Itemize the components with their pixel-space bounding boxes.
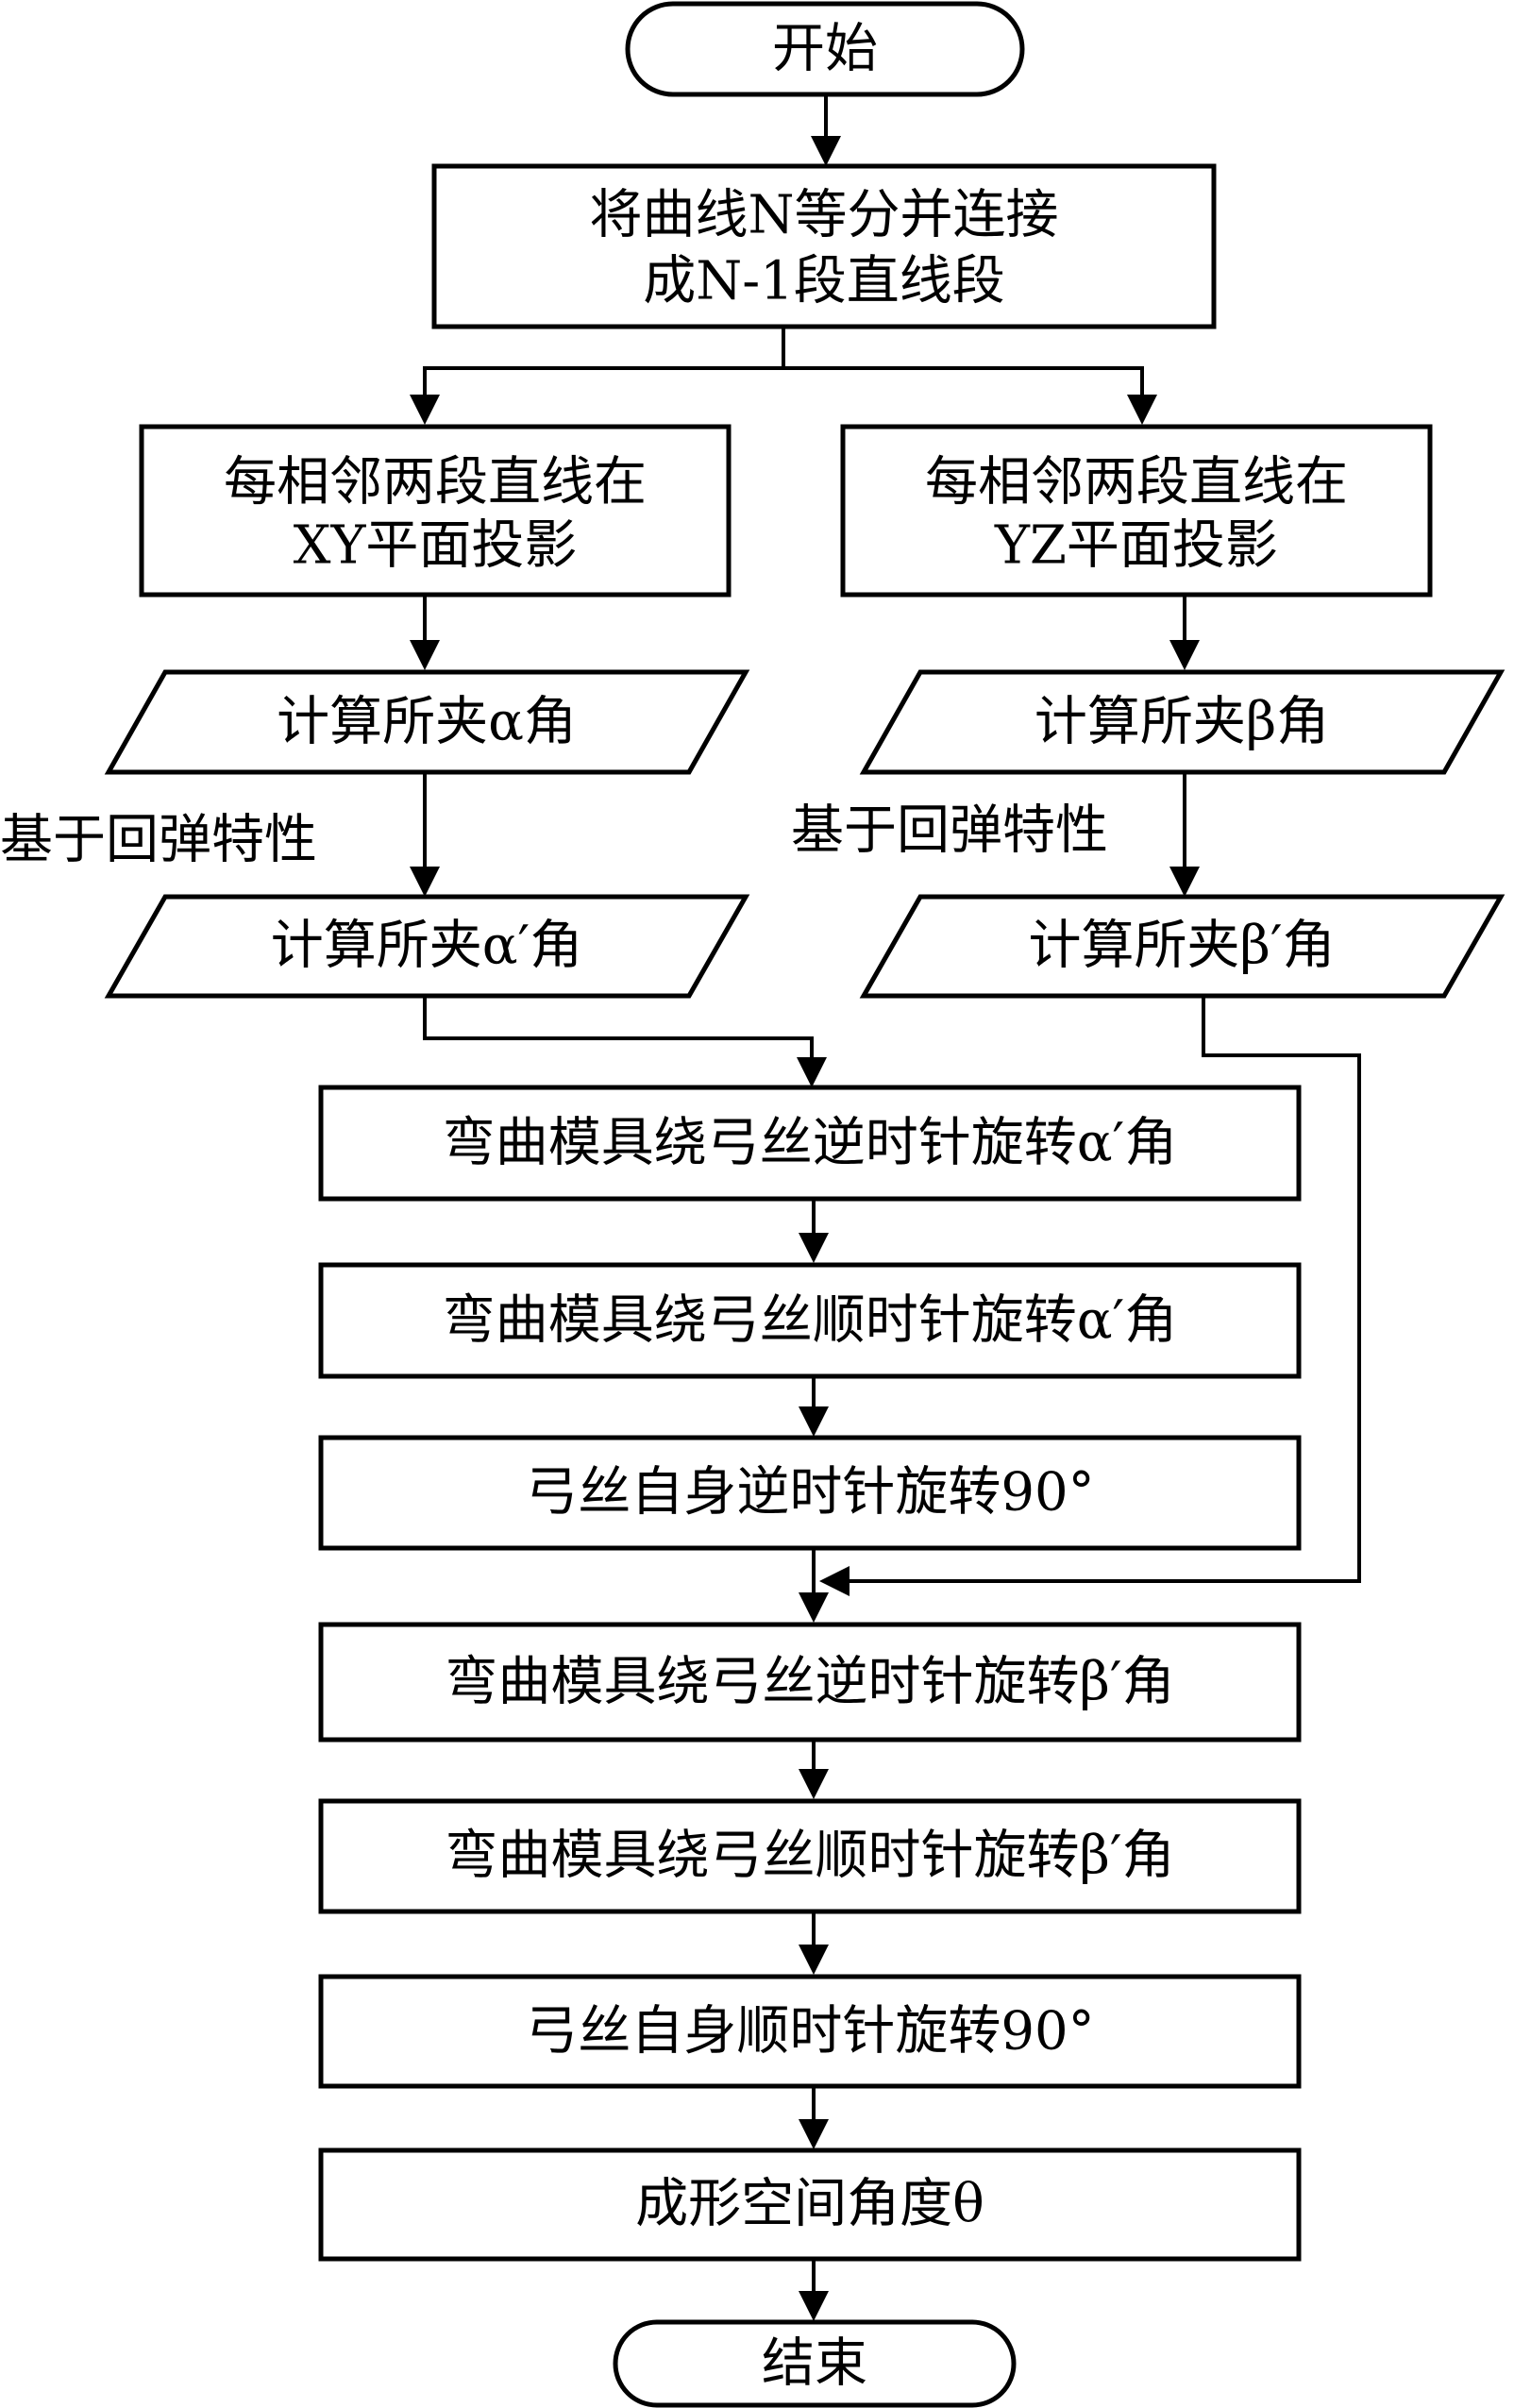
rotate-cw-alpha-label: 弯曲模具绕弓丝顺时针旋转α′角 bbox=[443, 1290, 1178, 1352]
calc-beta-label: 计算所夹β角 bbox=[1035, 692, 1329, 753]
rotate-ccw-beta-label: 弯曲模具绕弓丝逆时针旋转β′角 bbox=[445, 1652, 1174, 1713]
springback-label-left: 基于回弹特性 bbox=[0, 810, 317, 871]
calc-beta-node: 计算所夹β角 bbox=[859, 669, 1506, 775]
proj-yz-line1: 每相邻两段直线在 bbox=[925, 452, 1348, 514]
calc-beta-prime-label: 计算所夹β′角 bbox=[1028, 916, 1335, 977]
rotate-ccw-beta-node: 弯曲模具绕弓丝逆时针旋转β′角 bbox=[318, 1622, 1302, 1743]
arrow-beta-prime-loop bbox=[819, 996, 1361, 1596]
wire-cw-90-node: 弓丝自身顺时针旋转90° bbox=[318, 1974, 1302, 2089]
wire-ccw-90-label: 弓丝自身逆时针旋转90° bbox=[525, 1462, 1094, 1524]
proj-xy-line2: XY平面投影 bbox=[294, 515, 578, 577]
rotate-ccw-alpha-node: 弯曲模具绕弓丝逆时针旋转α′角 bbox=[318, 1085, 1302, 1202]
rotate-cw-beta-label: 弯曲模具绕弓丝顺时针旋转β′角 bbox=[445, 1826, 1174, 1887]
wire-cw-90-label: 弓丝自身顺时针旋转90° bbox=[525, 2001, 1094, 2063]
split-node: 将曲线N等分并连接 成N-1段直线段 bbox=[431, 163, 1217, 329]
proj-xy-line1: 每相邻两段直线在 bbox=[224, 452, 647, 514]
start-label: 开始 bbox=[772, 19, 878, 80]
rotate-ccw-alpha-label: 弯曲模具绕弓丝逆时针旋转α′角 bbox=[443, 1113, 1178, 1174]
start-node: 开始 bbox=[625, 1, 1025, 97]
branch-split bbox=[423, 327, 785, 421]
split-label-line1: 将曲线N等分并连接 bbox=[590, 185, 1059, 246]
calc-alpha-prime-node: 计算所夹α′角 bbox=[104, 894, 750, 999]
springback-label-right: 基于回弹特性 bbox=[791, 800, 1108, 862]
form-angle-label: 成形空间角度θ bbox=[635, 2174, 984, 2235]
proj-yz-node: 每相邻两段直线在 YZ平面投影 bbox=[840, 424, 1433, 598]
arrow-alpha-prime-to-rotate bbox=[423, 996, 827, 1087]
calc-alpha-label: 计算所夹α角 bbox=[277, 692, 577, 753]
form-angle-node: 成形空间角度θ bbox=[318, 2147, 1302, 2262]
rotate-cw-beta-node: 弯曲模具绕弓丝顺时针旋转β′角 bbox=[318, 1798, 1302, 1914]
rotate-cw-alpha-node: 弯曲模具绕弓丝顺时针旋转α′角 bbox=[318, 1262, 1302, 1379]
proj-yz-line2: YZ平面投影 bbox=[994, 515, 1278, 577]
branch-split-right bbox=[783, 366, 1157, 425]
calc-beta-prime-node: 计算所夹β′角 bbox=[859, 894, 1506, 999]
connectors bbox=[410, 94, 1361, 2321]
end-label: 结束 bbox=[762, 2333, 867, 2395]
split-label-line2: 成N-1段直线段 bbox=[643, 251, 1005, 312]
proj-xy-node: 每相邻两段直线在 XY平面投影 bbox=[139, 424, 732, 598]
wire-ccw-90-node: 弓丝自身逆时针旋转90° bbox=[318, 1435, 1302, 1551]
calc-alpha-node: 计算所夹α角 bbox=[104, 669, 750, 775]
end-node: 结束 bbox=[613, 2319, 1017, 2408]
calc-alpha-prime-label: 计算所夹α′角 bbox=[271, 916, 583, 977]
